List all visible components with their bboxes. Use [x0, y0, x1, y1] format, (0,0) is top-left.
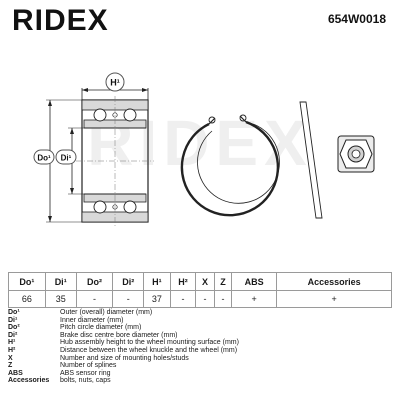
- legend-desc: Brake disc centre bore diameter (mm): [60, 331, 178, 339]
- table-header-cell: H¹: [143, 272, 171, 291]
- wheel-bearing-section-drawing: H¹ Do¹ Di¹: [33, 72, 154, 226]
- legend-item: Do¹ Outer (overall) diameter (mm): [8, 309, 392, 317]
- table-header-row: Do¹ Di¹ Do² Di² H¹ H² X Z ABS Accessorie…: [8, 272, 392, 291]
- legend-item: H² Distance between the wheel knuckle and…: [8, 347, 392, 355]
- legend-desc: Hub assembly height to the wheel mountin…: [60, 339, 239, 347]
- part-number: 654W0018: [327, 12, 386, 26]
- legend-key: Di¹: [8, 316, 18, 324]
- table-header-cell: Di²: [112, 272, 145, 291]
- do1-badge: [33, 149, 55, 165]
- legend-key: Di²: [8, 331, 18, 339]
- legend-item: Di² Brake disc centre bore diameter (mm): [8, 332, 392, 340]
- legend-desc: Number and size of mounting holes/studs: [60, 354, 189, 362]
- table-cell: -: [75, 290, 114, 308]
- table-cell: -: [169, 290, 197, 308]
- table-header-cell: Di¹: [44, 272, 77, 291]
- legend-key: Do¹: [8, 309, 20, 316]
- legend-desc: Number of splines: [60, 362, 117, 370]
- circlip-ring-drawing: [180, 114, 280, 217]
- brand-logo: RIDEX: [12, 4, 109, 37]
- table-header-cell: Do²: [75, 272, 114, 291]
- table-cell: 35: [44, 290, 77, 308]
- legend-key: H¹: [8, 339, 16, 347]
- legend-item: Di¹ Inner diameter (mm): [8, 317, 392, 325]
- table-header-cell: Accessories: [276, 272, 392, 291]
- table-cell: 37: [143, 290, 171, 308]
- table-cell: +: [276, 290, 392, 308]
- table-cell: +: [231, 290, 278, 308]
- di1-badge: [55, 149, 77, 165]
- table-row: 66 35 - - 37 - - - + +: [8, 290, 392, 308]
- legend-item: Accessories bolts, nuts, caps: [8, 377, 392, 385]
- table-header-cell: ABS: [231, 272, 278, 291]
- hub-nut-drawing: [299, 101, 375, 219]
- legend-desc: Distance between the wheel knuckle and t…: [60, 346, 238, 354]
- table-header-cell: Z: [213, 272, 233, 291]
- legend-desc: ABS sensor ring: [60, 369, 111, 377]
- legend-item: ABS ABS sensor ring: [8, 370, 392, 378]
- table-cell: -: [213, 290, 233, 308]
- table-header-cell: H²: [169, 272, 197, 291]
- legend-key: Z: [8, 362, 13, 370]
- di1-label: Di¹: [61, 154, 72, 163]
- legend-key: Accessories: [8, 377, 50, 385]
- legend-desc: Inner diameter (mm): [60, 316, 124, 324]
- legend: Do¹ Outer (overall) diameter (mm) Di¹ Inne…: [8, 309, 392, 385]
- technical-drawing: RIDEX H¹ Do¹ Di¹: [33, 72, 375, 226]
- legend-desc: bolts, nuts, caps: [60, 377, 111, 385]
- legend-item: Do² Pitch circle diameter (mm): [8, 324, 392, 332]
- legend-key: X: [8, 354, 13, 362]
- h1-badge: [105, 72, 125, 92]
- legend-item: X Number and size of mounting holes/studs: [8, 355, 392, 363]
- do1-label: Do¹: [37, 154, 51, 163]
- specification-table: Do¹ Di¹ Do² Di² H¹ H² X Z ABS Accessorie…: [8, 272, 392, 308]
- legend-item: Z Number of splines: [8, 362, 392, 370]
- legend-desc: Outer (overall) diameter (mm): [60, 309, 153, 316]
- legend-key: Do²: [8, 324, 20, 332]
- table-cell: -: [112, 290, 145, 308]
- legend-item: H¹ Hub assembly height to the wheel mount…: [8, 339, 392, 347]
- header: RIDEX 654W0018: [0, 0, 400, 37]
- legend-key: ABS: [8, 369, 23, 377]
- table-header-cell: Do¹: [8, 272, 46, 291]
- legend-desc: Pitch circle diameter (mm): [60, 324, 142, 332]
- table-header-cell: X: [195, 272, 215, 291]
- h1-label: H¹: [110, 78, 120, 88]
- legend-key: H²: [8, 346, 16, 354]
- table-cell: -: [195, 290, 215, 308]
- table-cell: 66: [8, 290, 46, 308]
